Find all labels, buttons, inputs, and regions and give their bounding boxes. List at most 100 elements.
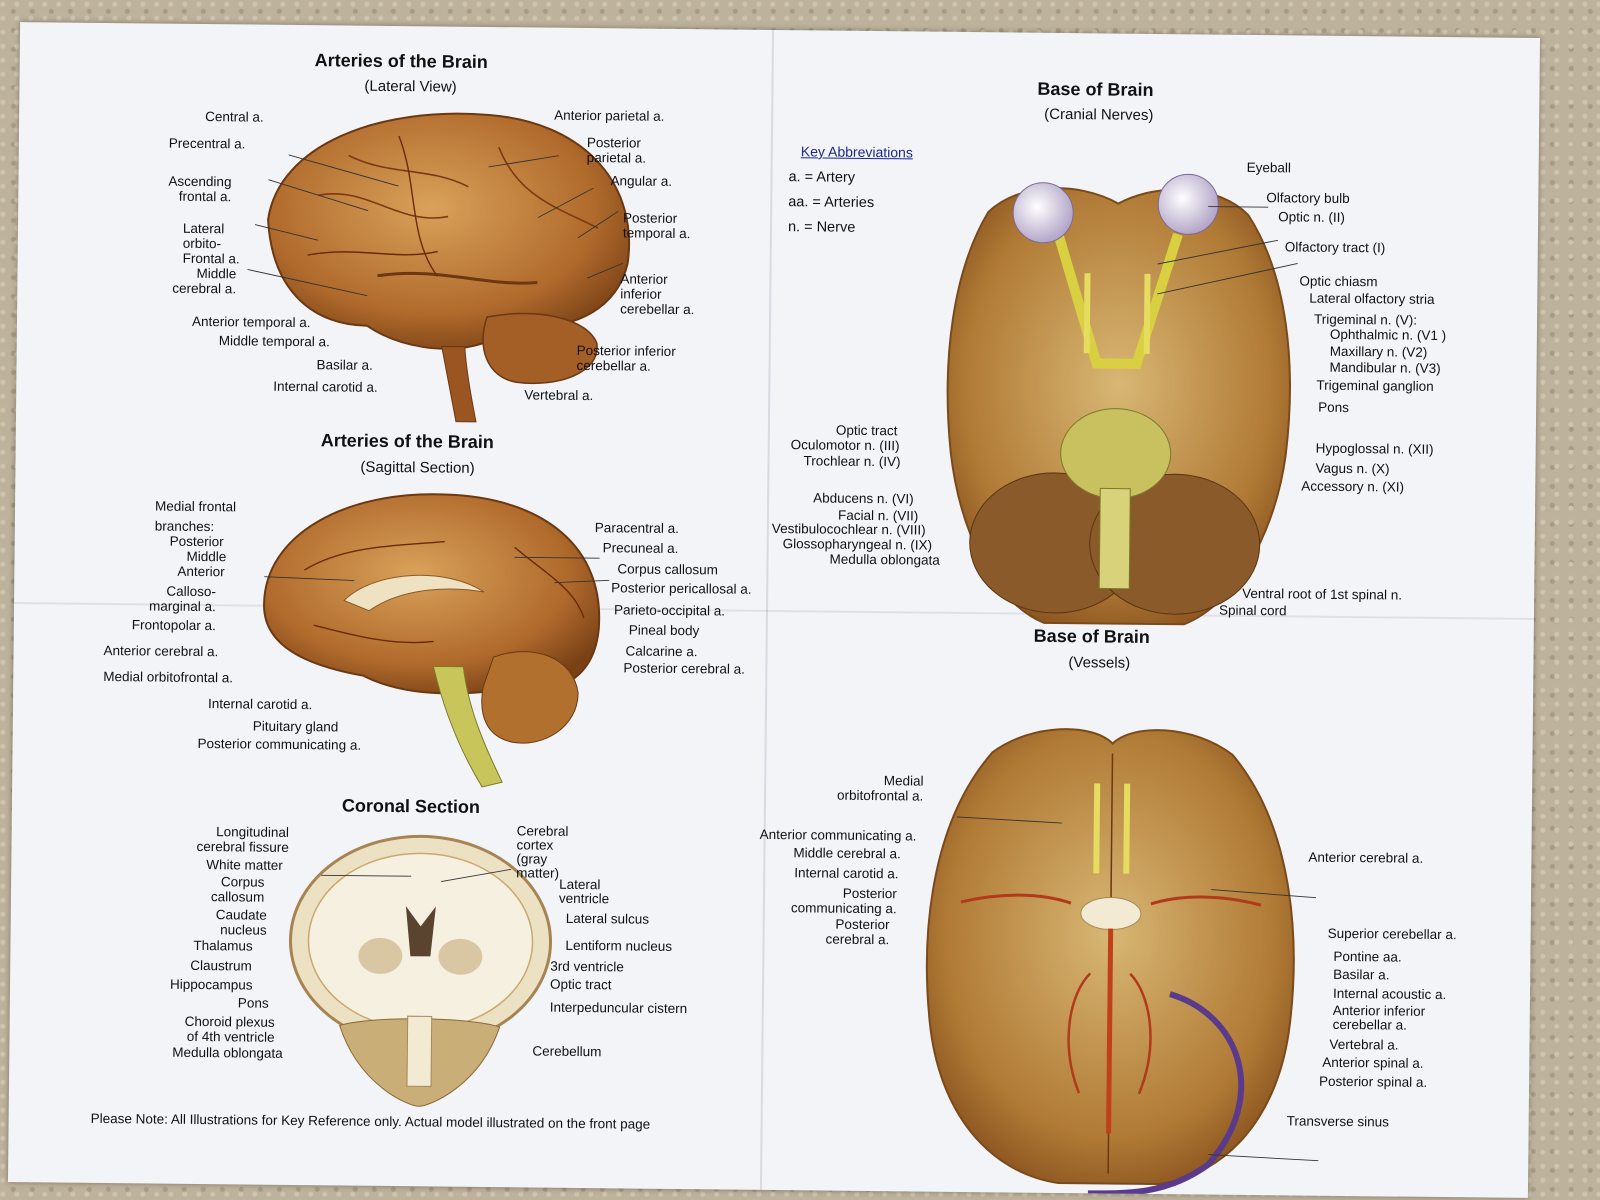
- lateral-brain-illustration: [266, 112, 630, 424]
- label-anterior-communicating-artery: Anterior communicating a.: [760, 827, 917, 844]
- label-middle-cerebral-artery: Middle cerebral a.: [172, 266, 236, 297]
- label-corpus-callosum: Corpus callosum: [617, 561, 718, 577]
- label-basilar-artery: Basilar a.: [316, 357, 372, 373]
- label-trochlear-nerve: Trochlear n. (IV): [803, 453, 900, 469]
- label-trigeminal-nerve: Trigeminal n. (V):: [1314, 312, 1417, 328]
- label-posterior-branch: Posterior: [170, 534, 224, 550]
- label-transverse-sinus: Transverse sinus: [1287, 1113, 1389, 1129]
- label-superior-cerebellar-artery: Superior cerebellar a.: [1328, 926, 1457, 942]
- label-lentiform-nucleus: Lentiform nucleus: [565, 938, 672, 954]
- label-posterior-cerebral-artery-base: Posterior cerebral a.: [825, 917, 889, 948]
- vessels-subtitle: (Vessels): [1068, 654, 1130, 672]
- lateral-view-title: Arteries of the Brain: [315, 50, 488, 73]
- label-accessory-nerve: Accessory n. (XI): [1301, 479, 1404, 495]
- label-internal-carotid-artery-base: Internal carotid a.: [794, 865, 898, 881]
- label-oculomotor-nerve: Oculomotor n. (III): [791, 437, 900, 453]
- label-pons-coronal: Pons: [238, 995, 269, 1010]
- label-cerebral-cortex: Cerebral cortex (gray matter): [516, 824, 568, 881]
- label-cerebellum: Cerebellum: [532, 1043, 601, 1059]
- label-internal-carotid-artery-sagittal: Internal carotid a.: [208, 696, 312, 712]
- label-pituitary-gland: Pituitary gland: [253, 719, 339, 735]
- label-middle-branch: Middle: [186, 549, 226, 564]
- cranial-nerves-illustration: [945, 172, 1292, 626]
- label-internal-carotid-artery: Internal carotid a.: [273, 379, 377, 395]
- label-optic-tract: Optic tract: [836, 423, 898, 439]
- brochure-sheet: Arteries of the Brain (Lateral View) Cen…: [8, 22, 1540, 1198]
- label-caudate-nucleus: Caudate nucleus: [216, 907, 267, 938]
- label-middle-cerebral-artery-base: Middle cerebral a.: [793, 845, 900, 861]
- key-item-nerve: n. = Nerve: [788, 219, 855, 236]
- key-abbreviations-heading: Key Abbreviations: [801, 143, 913, 160]
- label-vestibulocochlear-nerve: Vestibulocochlear n. (VIII): [772, 521, 926, 538]
- label-posterior-communicating-artery: Posterior communicating a.: [197, 736, 361, 753]
- label-posterior-temporal-artery: Posterior temporal a.: [623, 210, 691, 241]
- label-optic-chiasm: Optic chiasm: [1299, 273, 1377, 289]
- label-central-artery: Central a.: [205, 109, 264, 125]
- label-medial-frontal-branches: Medial frontal branches:: [155, 497, 236, 538]
- label-lateral-olfactory-stria: Lateral olfactory stria: [1309, 291, 1434, 307]
- label-precentral-artery: Precentral a.: [169, 136, 246, 152]
- label-optic-nerve: Optic n. (II): [1278, 209, 1345, 225]
- label-anterior-branch: Anterior: [177, 564, 224, 579]
- label-abducens-nerve: Abducens n. (VI): [813, 490, 914, 506]
- label-anterior-inferior-cerebellar-artery-base: Anterior inferior cerebellar a.: [1333, 1004, 1426, 1033]
- label-callosomarginal-artery: Calloso- marginal a.: [149, 583, 216, 614]
- cranial-nerves-subtitle: (Cranial Nerves): [1044, 106, 1153, 124]
- label-corpus-callosum-coronal: Corpus callosum: [211, 874, 265, 905]
- label-longitudinal-fissure: Longitudinal cerebral fissure: [196, 824, 289, 855]
- label-posterior-cerebral-artery: Posterior cerebral a.: [623, 660, 745, 676]
- key-item-artery: a. = Artery: [788, 169, 855, 186]
- label-olfactory-bulb: Olfactory bulb: [1266, 190, 1349, 206]
- label-paracentral-artery: Paracentral a.: [595, 520, 679, 536]
- label-medulla-oblongata: Medulla oblongata: [829, 552, 939, 568]
- label-middle-temporal-artery: Middle temporal a.: [219, 333, 330, 349]
- label-thalamus: Thalamus: [193, 938, 252, 954]
- label-3rd-ventricle: 3rd ventricle: [550, 959, 624, 975]
- label-calcarine-artery: Calcarine a.: [625, 643, 697, 659]
- label-anterior-cerebral-artery-base: Anterior cerebral a.: [1308, 850, 1423, 866]
- vessels-title: Base of Brain: [1034, 626, 1150, 648]
- label-claustrum: Claustrum: [190, 958, 252, 974]
- label-medial-orbitofrontal-artery-base: Medial orbitofrontal a.: [837, 773, 924, 804]
- label-mandibular-nerve: Mandibular n. (V3): [1329, 360, 1440, 376]
- cranial-nerves-title: Base of Brain: [1037, 79, 1153, 101]
- label-glossopharyngeal-nerve: Glossopharyngeal n. (IX): [783, 536, 932, 553]
- label-hypoglossal-nerve: Hypoglossal n. (XII): [1316, 441, 1434, 457]
- label-pineal-body: Pineal body: [629, 622, 700, 638]
- label-vagus-nerve: Vagus n. (X): [1315, 461, 1389, 477]
- label-anterior-cerebral-artery: Anterior cerebral a.: [103, 643, 218, 659]
- label-lateral-orbitofrontal-artery: Lateral orbito- Frontal a.: [183, 221, 240, 267]
- label-precuneal-artery: Precuneal a.: [603, 540, 679, 556]
- label-basilar-artery-base: Basilar a.: [1333, 967, 1389, 983]
- label-optic-tract-coronal: Optic tract: [550, 977, 612, 993]
- label-spinal-cord: Spinal cord: [1219, 603, 1287, 619]
- label-vertebral-artery-base: Vertebral a.: [1329, 1037, 1398, 1053]
- label-posterior-spinal-artery: Posterior spinal a.: [1319, 1074, 1427, 1090]
- label-eyeball: Eyeball: [1247, 160, 1291, 175]
- label-maxillary-nerve: Maxillary n. (V2): [1330, 344, 1428, 360]
- label-medulla-oblongata-coronal: Medulla oblongata: [172, 1045, 282, 1061]
- label-posterior-inferior-cerebellar-artery: Posterior inferior cerebellar a.: [576, 343, 675, 374]
- label-anterior-spinal-artery: Anterior spinal a.: [1322, 1055, 1423, 1071]
- label-interpeduncular-cistern: Interpeduncular cistern: [550, 1000, 687, 1016]
- label-pontine-arteries: Pontine aa.: [1333, 949, 1401, 965]
- coronal-section-illustration: [289, 835, 552, 1108]
- label-anterior-parietal-artery: Anterior parietal a.: [554, 108, 664, 124]
- label-trigeminal-ganglion: Trigeminal ganglion: [1316, 378, 1433, 394]
- label-posterior-parietal-artery: Posterior parietal a.: [587, 135, 647, 166]
- key-item-arteries: aa. = Arteries: [788, 194, 874, 211]
- label-ophthalmic-nerve: Ophthalmic n. (V1 ): [1330, 327, 1446, 343]
- label-lateral-ventricle: Lateral ventricle: [559, 878, 610, 907]
- sagittal-section-subtitle: (Sagittal Section): [360, 459, 474, 477]
- lateral-view-subtitle: (Lateral View): [364, 78, 456, 96]
- label-vertebral-artery: Vertebral a.: [524, 387, 593, 403]
- label-medial-orbitofrontal-artery: Medial orbitofrontal a.: [103, 669, 233, 685]
- coronal-section-title: Coronal Section: [342, 795, 480, 817]
- label-frontopolar-artery: Frontopolar a.: [132, 617, 216, 633]
- label-lateral-sulcus: Lateral sulcus: [566, 911, 649, 927]
- label-white-matter: White matter: [206, 857, 283, 873]
- vessels-illustration: [925, 728, 1297, 1196]
- label-parieto-occipital-artery: Parieto-occipital a.: [614, 602, 725, 618]
- label-pons: Pons: [1318, 400, 1349, 415]
- label-posterior-communicating-artery-base: Posterior communicating a.: [791, 885, 897, 916]
